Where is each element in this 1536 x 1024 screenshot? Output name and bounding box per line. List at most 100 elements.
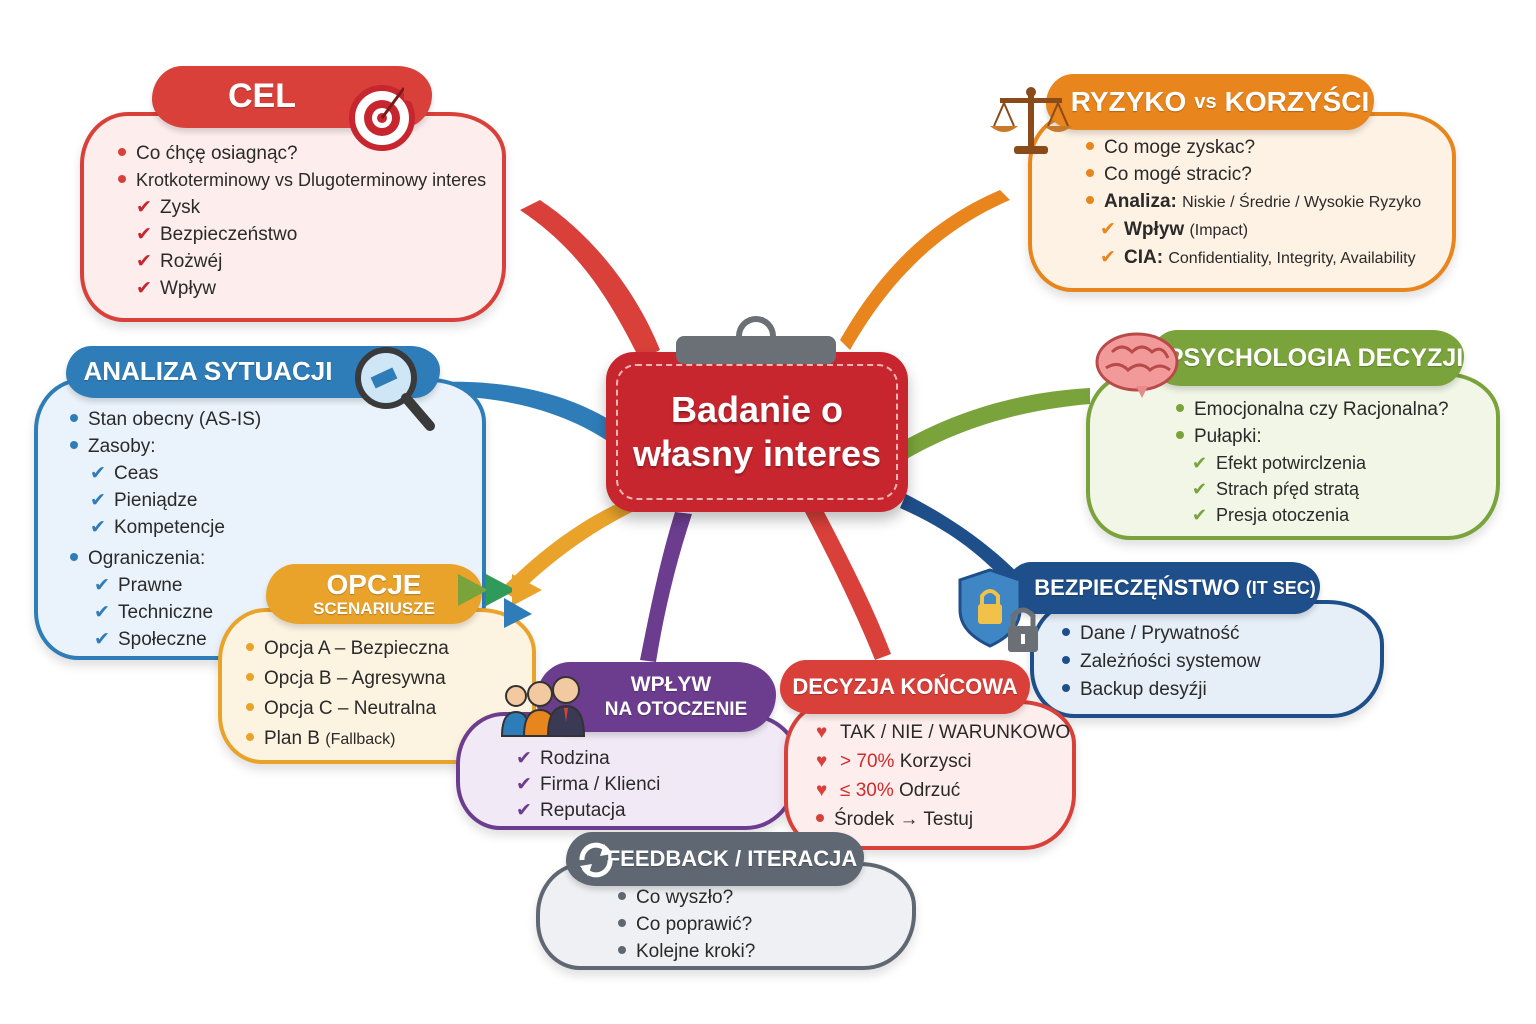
psychologia-title-text: PSYCHOLOGIA DECYZJI	[1166, 343, 1464, 372]
wplyw-title-text: WPŁYW	[630, 673, 712, 696]
bezp-title-note: (IT SEC)	[1245, 577, 1316, 598]
wplyw-check-text: Reputacja	[540, 800, 626, 821]
psychologia-title: PSYCHOLOGIA DECYZJI	[1150, 330, 1464, 386]
list-item: Backup desyźji	[1062, 676, 1261, 704]
psychologia-check-text: Efekt potwirclzenia	[1216, 453, 1367, 473]
list-item: Co mogé stracic?	[1086, 161, 1421, 188]
check-icon: ✔	[90, 463, 106, 484]
ryzyko-list: Co moge zyskac? Co mogé stracic? Analiza…	[1086, 134, 1421, 272]
check-icon: ✔	[94, 575, 110, 596]
list-item: ✔ Reputacja	[516, 798, 660, 824]
decyzja-title: DECYZJA KOŃCOWA	[780, 660, 1030, 714]
list-item: ✔CIA: Confidentiality, Integrity, Availa…	[1086, 244, 1421, 272]
analiza-ogr-text: Społeczne	[118, 629, 207, 650]
psychologia-bubble	[1086, 372, 1500, 540]
decyzja-item-num: > 70%	[840, 751, 895, 772]
central-title-line2: własny interes	[632, 433, 882, 474]
list-item: ✔Rodzina	[516, 746, 660, 772]
check-icon: ✔	[136, 278, 152, 299]
list-item: Opcja A – Bezpieczna	[246, 634, 449, 664]
list-item: Zależńości systemow	[1062, 648, 1261, 676]
people-icon	[500, 676, 586, 737]
check-icon: ✔	[90, 517, 106, 538]
list-item: ♥> 70% Korzysci	[816, 747, 1070, 776]
list-item: ✔ Efekt potwirclzenia	[1176, 450, 1449, 476]
check-icon: ✔	[94, 602, 110, 623]
decyzja-title-text: DECYZJA KOŃCOWA	[792, 674, 1018, 700]
connector-wplyw	[640, 512, 692, 662]
decyzja-item-text: Korzysci	[899, 751, 972, 772]
check-icon: ✔	[136, 197, 152, 218]
ryzyko-title: RYZYKO vs KORZYŚCI	[1046, 74, 1374, 130]
ryzyko-check-value: (Impact)	[1189, 222, 1249, 239]
list-item: Krotkoterminowy vs Dlugoterminowy intere…	[118, 167, 486, 194]
decyzja-item-text: Środek → Testuj	[834, 809, 974, 830]
analiza-zasoby-text: Ceas	[114, 463, 159, 484]
list-item: Kolejne kroki?	[618, 938, 755, 965]
check-icon: ✔	[1192, 453, 1208, 473]
connector-cel	[520, 200, 660, 360]
connector-analiza	[440, 381, 610, 440]
ryzyko-check-label: Wpływ	[1124, 219, 1185, 240]
wplyw-check-text: Firma / Klienci	[540, 774, 661, 795]
brain-icon	[1095, 332, 1179, 398]
list-item: ✔ Społeczne	[70, 626, 261, 653]
connector-ryzyko	[840, 190, 1010, 350]
ryzyko-title-text: RYZYKO	[1070, 86, 1187, 118]
connector-psychologia	[905, 388, 1090, 460]
list-item: Co wyszło?	[618, 884, 755, 911]
decyzja-item-text: TAK / NIE / WARUNKOWO	[840, 722, 1071, 743]
list-item: Środek → Testuj	[816, 805, 1070, 834]
check-icon: ✔	[94, 629, 110, 650]
list-item: Pułapki:	[1176, 423, 1449, 450]
list-item: ✔Presja otoczenia	[1176, 502, 1449, 528]
list-item: Co poprawić?	[618, 911, 755, 938]
magnifier-icon	[355, 347, 435, 431]
shield-lock-icon	[958, 568, 1038, 652]
analiza-title-text: ANALIZA SYTUACJI	[83, 356, 333, 387]
list-item: Plan B (Fallback)	[246, 724, 449, 755]
feedback-title: FEEDBACK / ITERACJA	[566, 832, 864, 886]
check-icon: ✔	[136, 251, 152, 272]
analiza-ogr-text: Prawne	[118, 575, 183, 596]
ryzyko-bubble	[1028, 112, 1456, 292]
opcje-planb-note: (Fallback)	[325, 731, 396, 748]
list-item: Dane / Prywatność	[1062, 620, 1261, 648]
refresh-icon	[579, 842, 613, 878]
list-item: Analiza: Niskie / Średrie / Wysokie Ryzy…	[1086, 188, 1421, 216]
bezp-item-text: Backup desyźji	[1080, 679, 1207, 700]
feedback-item-text: Kolejne kroki?	[636, 941, 756, 962]
list-item: ✔Wpływ (Impact)	[1086, 216, 1421, 244]
cel-item-text: Co ćhçę osiagnąc?	[136, 143, 298, 164]
list-item: Emocjonalna czy Racjonalna?	[1176, 396, 1449, 423]
cel-title-text: CEL	[228, 77, 296, 116]
ryzyko-title-vs: vs	[1194, 90, 1217, 113]
check-icon: ✔	[136, 224, 152, 245]
bezp-title: BEZPIECZĘŃSTWO (IT SEC)	[1006, 562, 1320, 614]
list-item: ✔Rożwéj	[118, 248, 486, 275]
list-item: ✔Bezpieczeństwo	[118, 221, 486, 248]
analiza-ogr-text: Techniczne	[118, 602, 214, 623]
bezp-title-text: BEZPIECZĘŃSTWO	[1034, 575, 1240, 601]
bezp-item-text: Dane / Prywatność	[1080, 623, 1240, 644]
check-icon: ✔	[516, 800, 532, 821]
central-topic: Badanie o własny interes	[606, 352, 908, 512]
connector-decyzja	[805, 508, 891, 660]
check-icon: ✔	[1192, 479, 1208, 499]
list-item: Zasoby:	[70, 433, 261, 460]
list-item: ✔ Wpływ	[118, 275, 486, 302]
bezp-bubble	[1030, 600, 1384, 718]
analiza-zasoby-text: Kompetencje	[114, 517, 225, 538]
list-item: ✔ Techniczne	[70, 599, 261, 626]
list-item: Opcja C – Neutralna	[246, 694, 449, 724]
opcje-subtitle-text: SCENARIUSZE	[313, 598, 435, 618]
list-item: ✔ Kompetencje	[70, 514, 261, 541]
analiza-ogr-label: Ograniczenia:	[88, 548, 206, 569]
cel-check-text: Wpływ	[160, 278, 216, 299]
feedback-item-text: Co poprawić?	[636, 914, 753, 935]
heart-check-icon: ♥	[816, 722, 828, 743]
cel-check-text: Zysk	[160, 197, 201, 218]
wplyw-list: ✔Rodzina ✔ Firma / Klienci ✔ Reputacja	[516, 746, 660, 824]
scales-icon	[990, 87, 1072, 154]
decyzja-list: ♥TAK / NIE / WARUNKOWO ♥> 70% Korzysci ♥…	[816, 718, 1070, 834]
